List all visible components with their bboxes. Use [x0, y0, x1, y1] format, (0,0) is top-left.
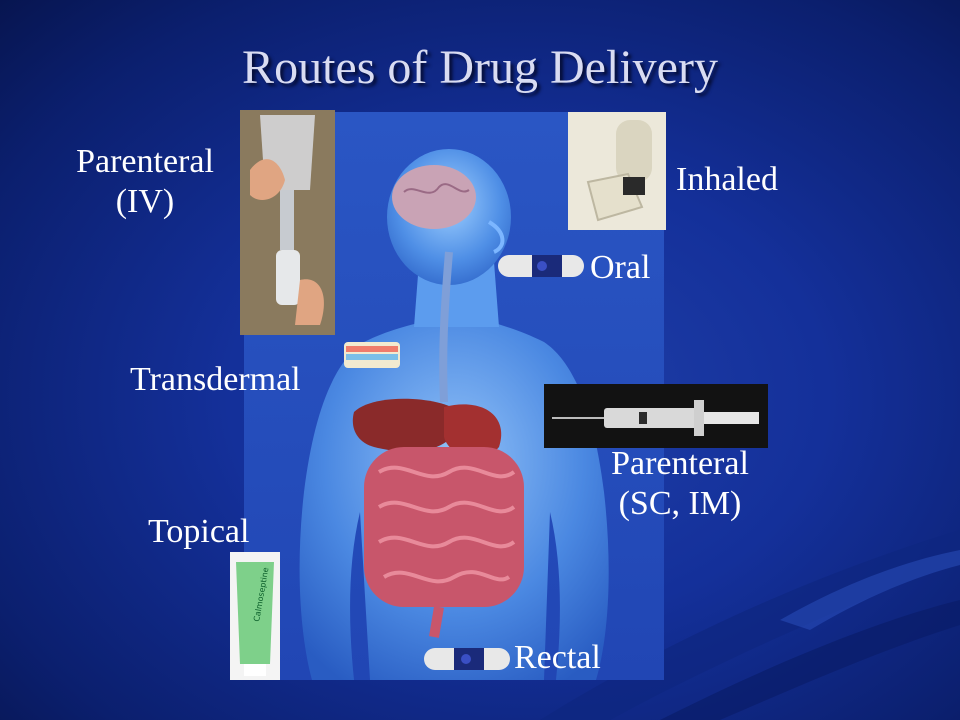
label-parenteral-scim-line2: (SC, IM) — [618, 485, 742, 522]
label-parenteral-iv-line2: (IV) — [115, 183, 175, 220]
slide-title: Routes of Drug Delivery — [242, 41, 718, 94]
rectal-capsule-icon — [424, 648, 510, 670]
label-rectal: Rectal — [514, 639, 601, 676]
syringe-photo — [544, 384, 768, 448]
label-transdermal: Transdermal — [130, 361, 301, 398]
label-topical: Topical — [148, 513, 250, 550]
label-parenteral-iv: Parenteral (IV) — [50, 142, 240, 222]
label-inhaled: Inhaled — [676, 161, 778, 198]
ointment-tube-photo: Calmoseptine — [230, 552, 280, 680]
label-parenteral-scim-line1: Parenteral — [611, 445, 749, 482]
transdermal-patch-icon — [344, 342, 400, 368]
label-oral: Oral — [590, 249, 651, 286]
iv-bag-photo — [240, 110, 335, 335]
inhaler-photo — [568, 112, 666, 230]
label-parenteral-scim: Parenteral (SC, IM) — [585, 444, 775, 524]
label-parenteral-iv-line1: Parenteral — [76, 143, 214, 180]
brain-icon — [392, 165, 476, 229]
oral-capsule-icon — [498, 255, 584, 277]
